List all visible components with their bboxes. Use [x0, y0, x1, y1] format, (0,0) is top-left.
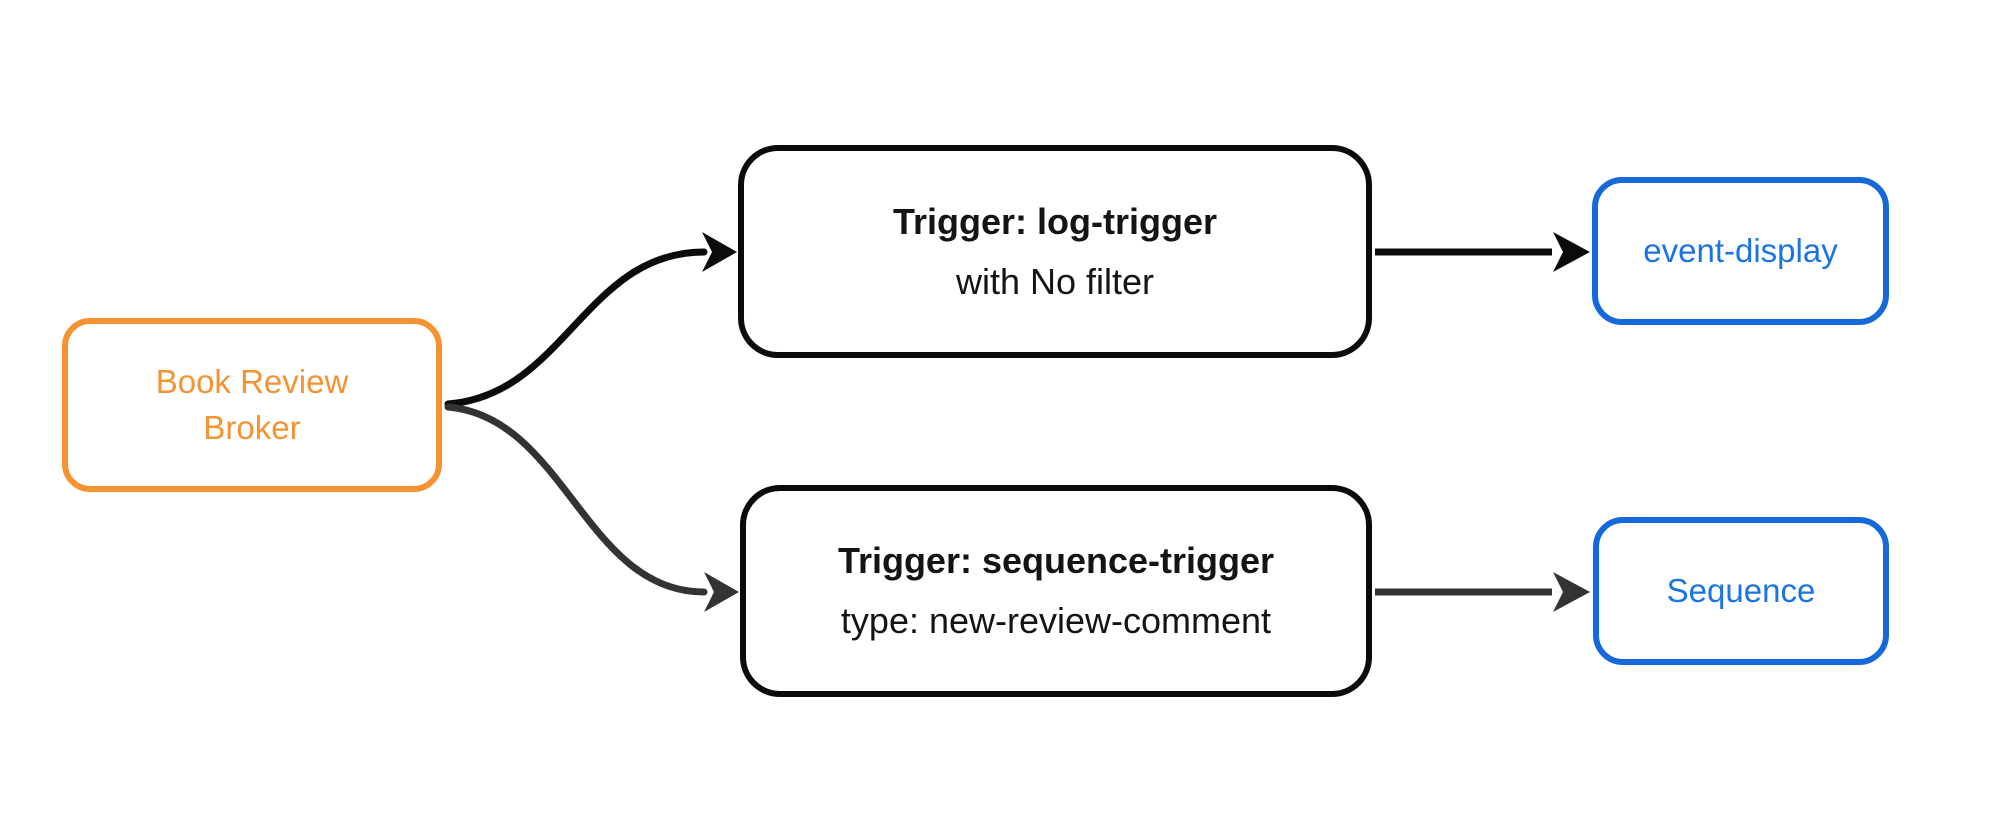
node-log-trigger: Trigger: log-trigger with No filter: [738, 145, 1372, 358]
node-broker: Book Review Broker: [62, 318, 442, 492]
node-sequence-trigger-title: Trigger: sequence-trigger: [837, 540, 1275, 581]
edge-broker-to-log-trigger: [444, 248, 708, 408]
node-broker-label-line2: Broker: [203, 409, 301, 446]
node-sequence-label: Sequence: [1666, 572, 1816, 609]
node-log-trigger-subtitle: with No filter: [955, 260, 1155, 302]
arrowhead-sequence-trigger-icon: [704, 572, 739, 612]
node-sequence-trigger: Trigger: sequence-trigger type: new-revi…: [740, 485, 1372, 697]
arrowhead-sequence-icon: [1553, 572, 1590, 612]
edge-broker-to-sequence-trigger: [444, 403, 708, 596]
arrowhead-event-display-icon: [1553, 232, 1590, 272]
arrowhead-log-trigger-icon: [702, 232, 737, 272]
node-sequence-trigger-subtitle: type: new-review-comment: [840, 600, 1272, 641]
node-sequence: Sequence: [1593, 517, 1889, 665]
node-event-display-label: event-display: [1643, 232, 1838, 269]
node-event-display: event-display: [1592, 177, 1889, 325]
node-log-trigger-title: Trigger: log-trigger: [893, 200, 1217, 242]
node-broker-label-line1: Book Review: [155, 363, 349, 400]
